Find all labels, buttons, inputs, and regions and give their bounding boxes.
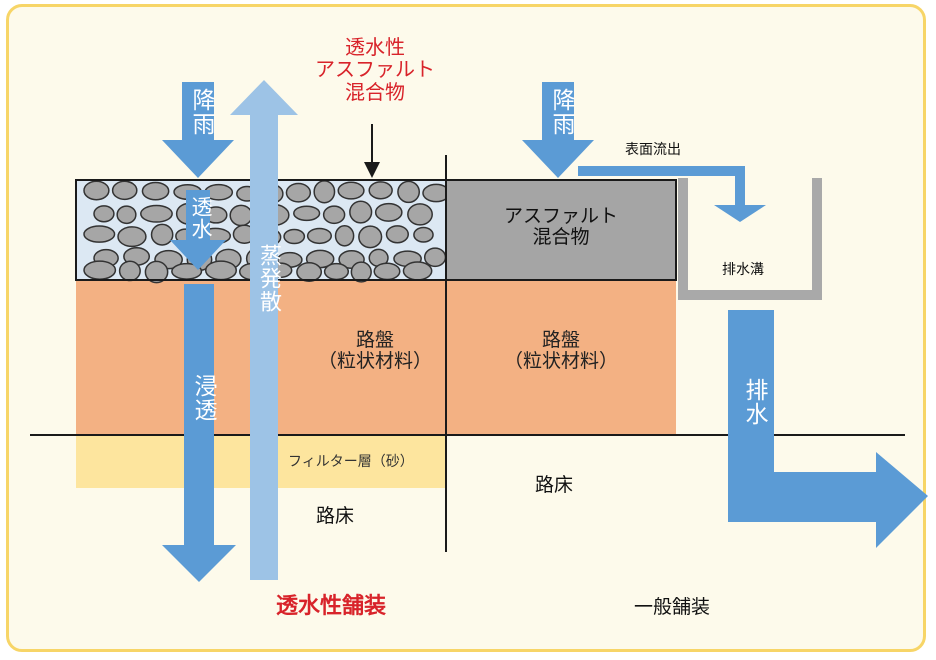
roadbed-label-general: 路盤 （粒状材料）: [503, 329, 618, 373]
subgrade-label-permeable: 路床: [316, 505, 355, 527]
roadbed-layer-general: [446, 280, 676, 436]
aggregate-stone: [144, 260, 169, 284]
aggregate-stone: [358, 225, 383, 249]
permeable-asphalt-mix-label: 透水性 アスファルト 混合物: [315, 35, 435, 104]
aggregate-stone: [413, 226, 434, 243]
asphalt-mix-label: アスファルト 混合物: [503, 205, 618, 249]
aggregate-stone: [323, 262, 350, 281]
aggregate-stone: [150, 223, 174, 246]
rain-label-right: 降雨: [548, 88, 574, 136]
aggregate-stone: [368, 181, 393, 200]
infiltration-label: 浸透: [190, 374, 216, 422]
drainage-arrow: [728, 310, 928, 548]
aggregate-stone: [349, 200, 373, 224]
drainage-ditch: [678, 178, 822, 300]
aggregate-stone: [397, 180, 421, 204]
pointer-arrowhead: [364, 162, 380, 178]
aggregate-stone: [229, 204, 253, 227]
aggregate-stone: [313, 180, 336, 204]
aggregate-stone: [306, 227, 333, 245]
subgrade-label-general: 路床: [535, 474, 574, 496]
general-pavement-title: 一般舗装: [634, 596, 711, 618]
aggregate-stone: [116, 205, 137, 225]
aggregate-stone: [140, 204, 173, 223]
aggregate-stone: [373, 262, 401, 281]
aggregate-stone: [407, 203, 433, 226]
aggregate-stone: [402, 261, 433, 281]
aggregate-stone: [83, 225, 116, 243]
rain-label-left: 降雨: [188, 88, 214, 136]
aggregate-stone: [283, 228, 306, 245]
aggregate-stone: [141, 181, 170, 201]
aggregate-stone: [111, 180, 138, 201]
aggregate-stone: [285, 182, 312, 203]
surface-runoff-label: 表面流出: [625, 142, 681, 158]
aggregate-stone: [204, 260, 237, 281]
drainage-ditch-label: 排水溝: [722, 262, 764, 278]
aggregate-stone: [350, 261, 372, 283]
aggregate-stone: [296, 262, 323, 282]
percolation-arrow: [170, 190, 226, 270]
evaporation-arrow: [230, 80, 298, 580]
aggregate-stone: [83, 180, 110, 201]
rain-arrow-right: [522, 82, 594, 178]
aggregate-stone: [83, 260, 117, 280]
evaporation-label: 蒸発散: [256, 244, 281, 313]
aggregate-stone: [423, 247, 447, 268]
aggregate-stone: [374, 202, 403, 222]
aggregate-stone: [117, 226, 147, 248]
aggregate-stone: [385, 225, 409, 244]
drainage-label: 排水: [741, 378, 767, 426]
aggregate-stone: [293, 205, 321, 222]
percolation-label: 透水: [189, 196, 213, 240]
filter-layer-label: フィルター層（砂）: [288, 454, 414, 470]
aggregate-stone: [322, 205, 346, 225]
rain-arrow-left: [162, 82, 234, 178]
surface-runoff-arrow: [578, 166, 766, 222]
aggregate-stone: [93, 205, 115, 223]
permeable-pavement-title: 透水性舗装: [276, 594, 387, 619]
infiltration-arrow: [162, 284, 236, 582]
aggregate-stone: [118, 260, 141, 282]
roadbed-label-permeable: 路盤 （粒状材料）: [317, 329, 432, 373]
aggregate-stone: [337, 181, 365, 200]
asphalt-layer: [445, 179, 677, 281]
aggregate-stone: [334, 225, 355, 247]
